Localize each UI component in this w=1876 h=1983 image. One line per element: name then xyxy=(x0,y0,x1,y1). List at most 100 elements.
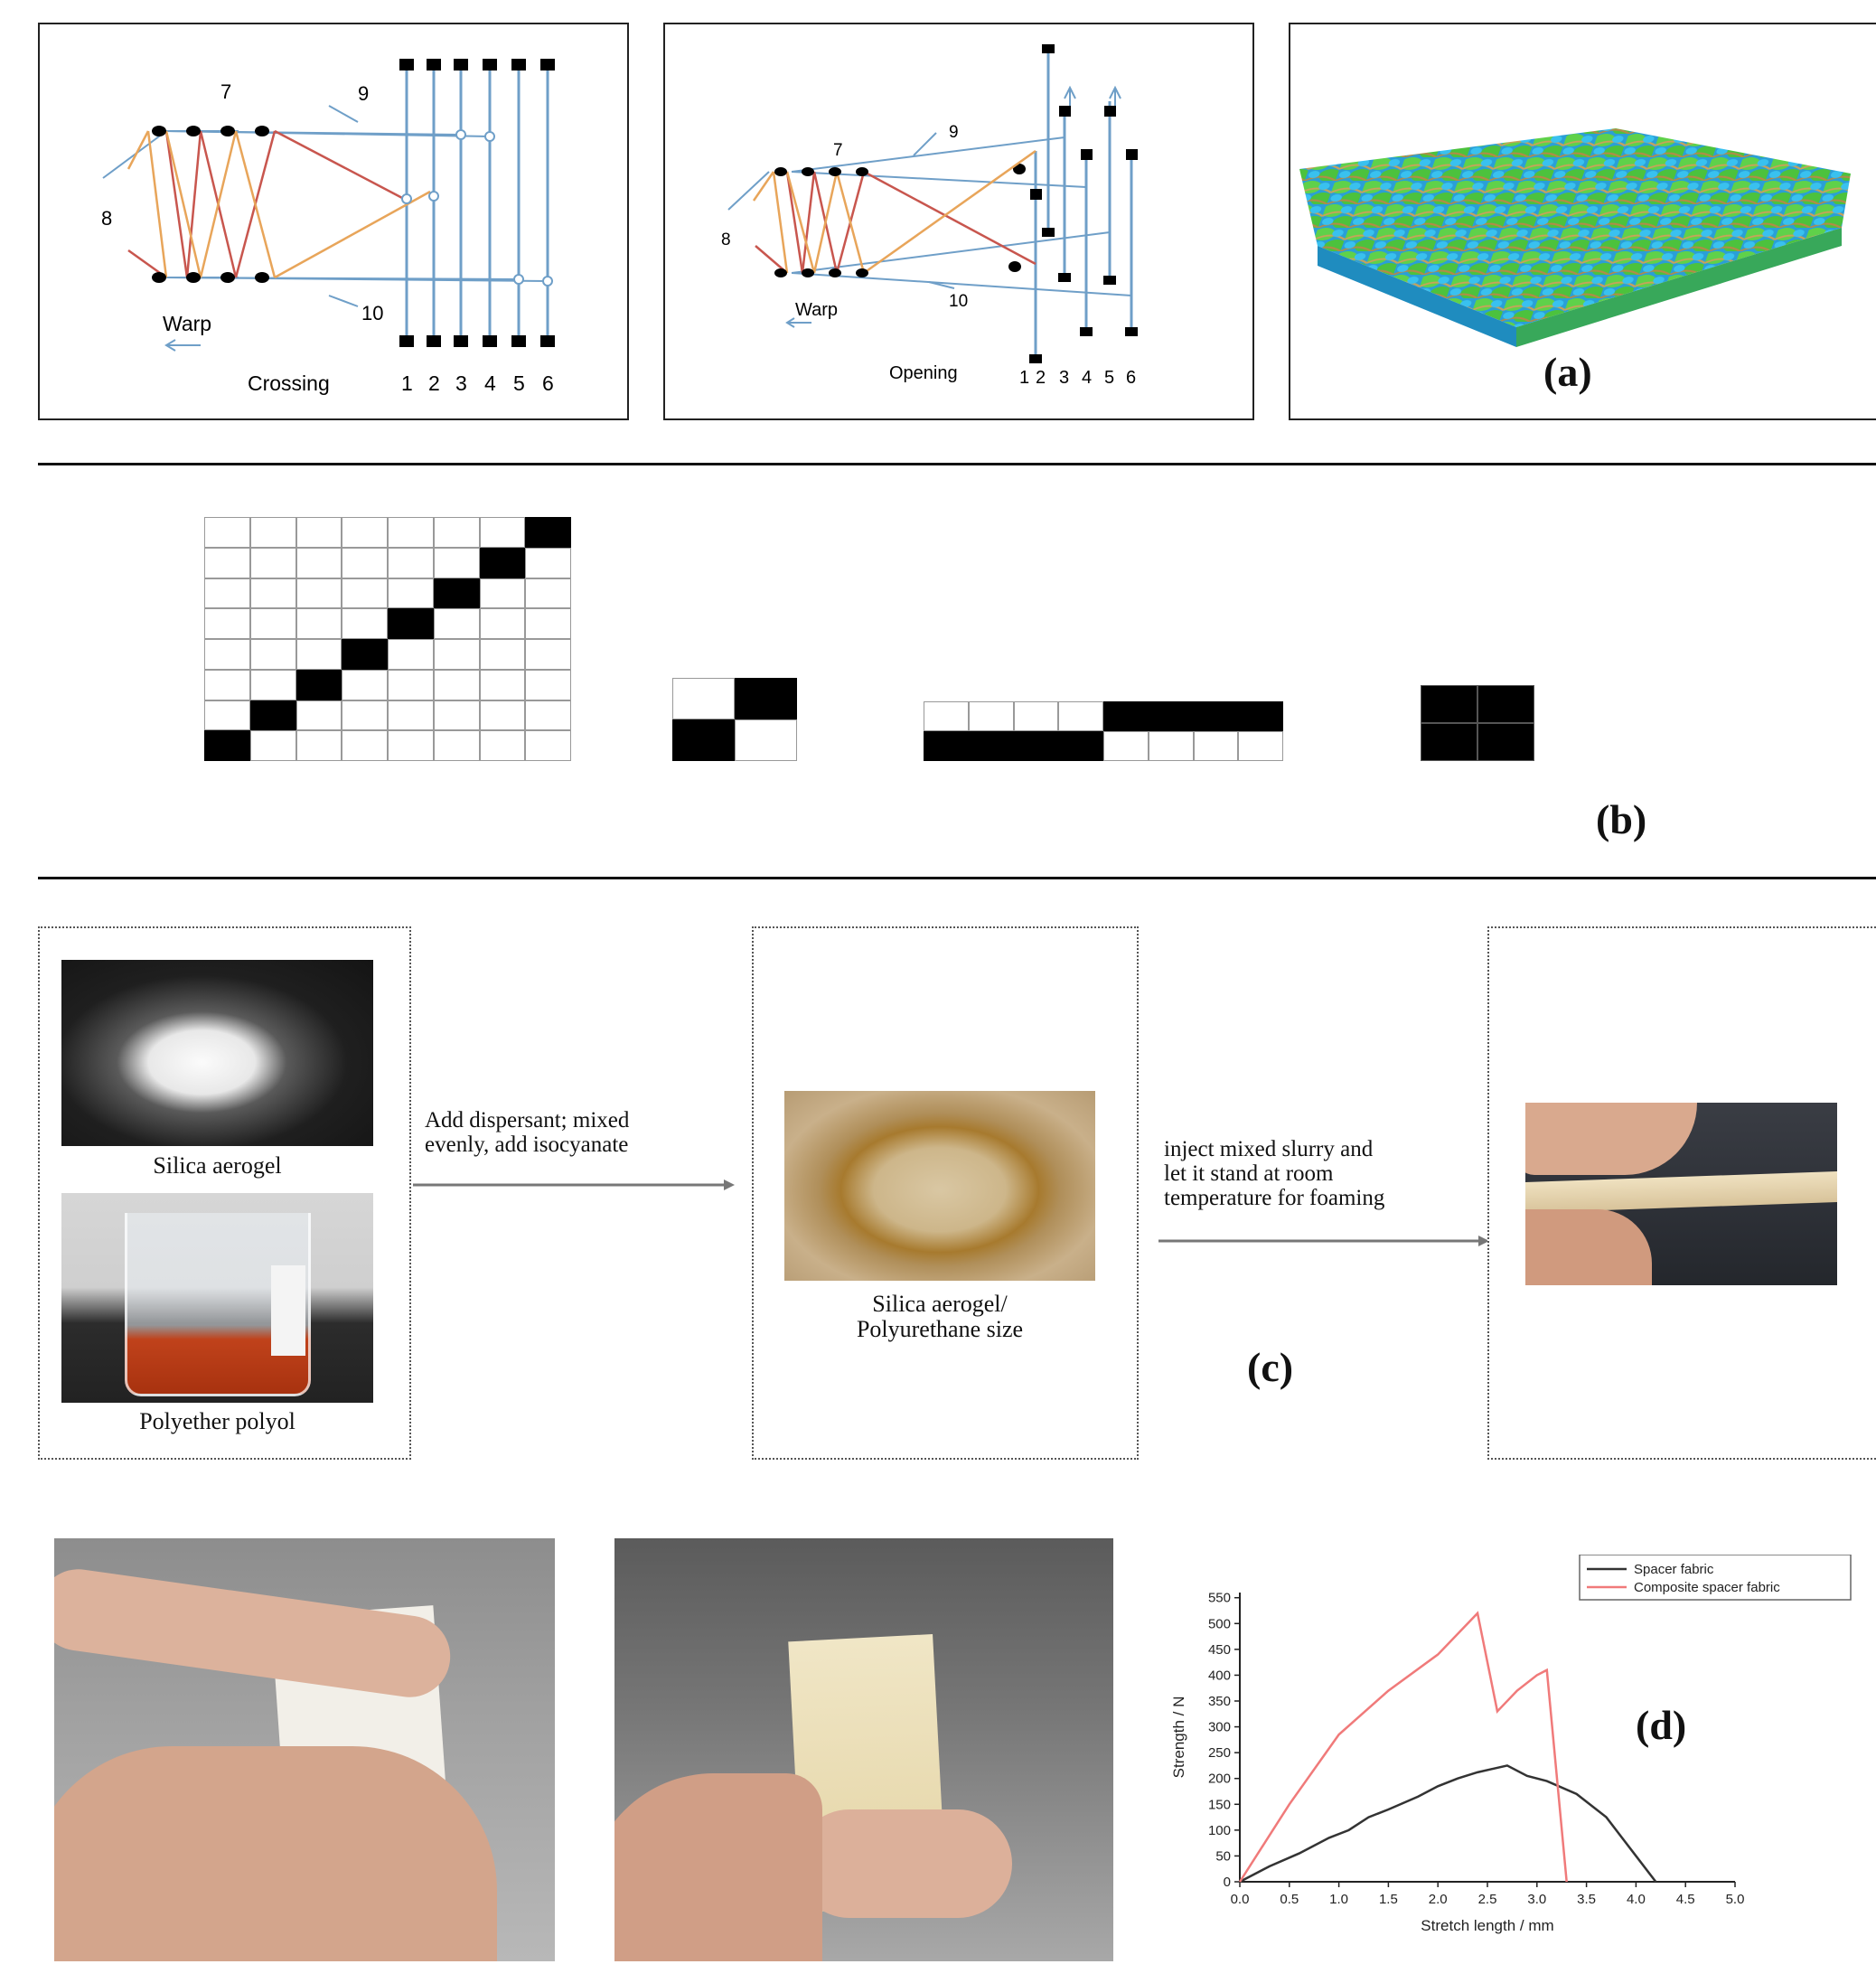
draft-cell xyxy=(672,678,735,719)
spacer-fabric-photo xyxy=(54,1538,555,1961)
beaker-label-paper xyxy=(271,1265,305,1356)
draft-cell xyxy=(433,578,480,609)
opening-diagram-frame: 7 8 9 10 Warp Opening 1 2 3 4 5 6 xyxy=(663,23,1254,420)
y-axis-title: Strength / N xyxy=(1170,1696,1187,1779)
draft-cell xyxy=(479,608,526,639)
warp-label: Warp xyxy=(795,300,838,320)
draft-cell xyxy=(1103,731,1149,761)
hand xyxy=(1525,1103,1697,1175)
y-tick-label: 350 xyxy=(1208,1694,1231,1709)
x-tick-label: 1.5 xyxy=(1379,1892,1398,1907)
draft-cell xyxy=(342,730,388,761)
y-tick-label: 450 xyxy=(1208,1642,1231,1658)
legend-label: Composite spacer fabric xyxy=(1634,1580,1780,1595)
composite-sample-photo xyxy=(1525,1103,1837,1285)
draft-cell xyxy=(479,669,526,700)
thumb xyxy=(795,1809,1012,1918)
draft-cell xyxy=(1193,731,1239,761)
draft-cell xyxy=(525,517,571,548)
x-tick-label: 0.5 xyxy=(1280,1892,1299,1907)
draft-cell xyxy=(525,730,571,761)
section-divider xyxy=(38,463,1876,465)
draft-cell xyxy=(1421,723,1477,761)
draft-cell xyxy=(388,547,434,578)
draft-grid-4 xyxy=(1421,685,1534,761)
draft-cell xyxy=(1148,731,1194,761)
label-8: 8 xyxy=(721,230,731,249)
draft-cell xyxy=(204,700,250,731)
y-tick-label: 400 xyxy=(1208,1668,1231,1683)
crossing-diagram: 7 8 9 10 Warp Crossing 1 2 3 4 5 6 xyxy=(101,59,555,395)
draft-cell xyxy=(249,517,296,548)
draft-cell xyxy=(249,669,296,700)
legend-label: Spacer fabric xyxy=(1634,1562,1714,1577)
draft-cell xyxy=(735,678,797,719)
x-tick-label: 3.0 xyxy=(1527,1892,1546,1907)
label-9: 9 xyxy=(358,82,369,105)
draft-cell xyxy=(342,517,388,548)
draft-cell xyxy=(388,639,434,670)
draft-cell xyxy=(1421,685,1477,723)
x-tick-label: 5.0 xyxy=(1726,1892,1745,1907)
draft-cell xyxy=(1193,701,1239,731)
draft-cell xyxy=(968,731,1014,761)
draft-cell xyxy=(479,700,526,731)
draft-cell xyxy=(1477,685,1534,723)
x-tick-label: 4.5 xyxy=(1676,1892,1695,1907)
draft-cell xyxy=(204,608,250,639)
draft-cell xyxy=(525,669,571,700)
foam-strip xyxy=(1525,1170,1837,1214)
needle-number: 1 xyxy=(1019,368,1029,388)
opening-diagram: 7 8 9 10 Warp Opening 1 2 3 4 5 6 xyxy=(721,44,1138,388)
draft-cell xyxy=(295,517,342,548)
y-tick-label: 200 xyxy=(1208,1772,1231,1787)
step1-text-line1: Add dispersant; mixed xyxy=(425,1108,630,1132)
draft-cell xyxy=(1013,731,1059,761)
x-tick-label: 3.5 xyxy=(1577,1892,1596,1907)
draft-cell xyxy=(249,608,296,639)
draft-grid-2 xyxy=(672,678,797,761)
draft-cell xyxy=(1148,701,1194,731)
draft-cell xyxy=(433,608,480,639)
needle-number: 5 xyxy=(513,371,525,395)
draft-cell xyxy=(433,669,480,700)
label-10: 10 xyxy=(361,302,383,324)
needle-number: 3 xyxy=(1059,368,1069,388)
spacer-fabric-render xyxy=(1299,128,1851,347)
draft-cell xyxy=(388,517,434,548)
process-arrow-1 xyxy=(413,1179,735,1190)
size-caption-line1: Silica aerogel/ xyxy=(872,1291,1008,1317)
draft-cell xyxy=(249,578,296,609)
needle-number: 6 xyxy=(1126,368,1136,388)
needle-number: 2 xyxy=(428,371,440,395)
draft-cell xyxy=(342,700,388,731)
section-divider xyxy=(38,877,1876,879)
fingers xyxy=(54,1564,456,1703)
needle-number: 1 xyxy=(401,371,413,395)
draft-cell xyxy=(295,700,342,731)
draft-cell xyxy=(295,547,342,578)
draft-cell xyxy=(295,639,342,670)
label-10: 10 xyxy=(949,292,968,311)
draft-cell xyxy=(1477,723,1534,761)
size-caption-line2: Polyurethane size xyxy=(856,1316,1024,1342)
needle-number: 2 xyxy=(1036,368,1046,388)
y-tick-label: 300 xyxy=(1208,1720,1231,1735)
composite-spacer-fabric-series xyxy=(1238,1611,1568,1883)
draft-cell xyxy=(204,547,250,578)
draft-cell xyxy=(204,639,250,670)
needle-number: 4 xyxy=(484,371,496,395)
draft-cell xyxy=(204,517,250,548)
draft-cell xyxy=(342,578,388,609)
draft-cell xyxy=(388,730,434,761)
draft-cell xyxy=(1013,701,1059,731)
draft-cell xyxy=(342,639,388,670)
draft-cell xyxy=(342,608,388,639)
y-tick-label: 0 xyxy=(1224,1875,1231,1890)
draft-cell xyxy=(204,578,250,609)
draft-cell xyxy=(1058,731,1103,761)
composite-fabric-photo xyxy=(614,1538,1113,1961)
draft-cell xyxy=(433,700,480,731)
draft-cell xyxy=(525,608,571,639)
y-tick-label: 150 xyxy=(1208,1797,1231,1812)
